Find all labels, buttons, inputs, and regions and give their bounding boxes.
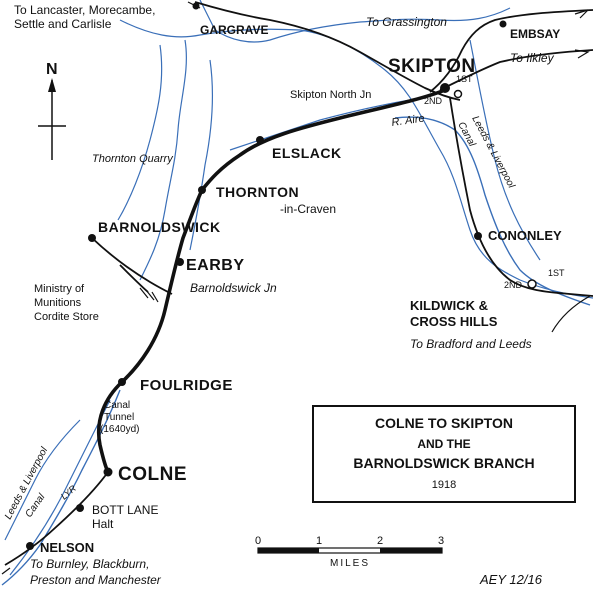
canal-sw bbox=[1, 389, 121, 586]
scale-tick-0: 0 bbox=[255, 535, 261, 547]
label-second-2: 2ND bbox=[504, 280, 523, 290]
title-box: COLNE TO SKIPTON AND THE BARNOLDSWICK BR… bbox=[312, 405, 576, 503]
line-barnoldswick-branch bbox=[91, 237, 173, 295]
label-barnoldswick-jn: Barnoldswick Jn bbox=[190, 281, 277, 295]
dest-bradford: To Bradford and Leeds bbox=[410, 337, 532, 351]
station-dot-icon bbox=[88, 234, 96, 242]
station-dot-icon bbox=[527, 279, 537, 289]
stream-west-1 bbox=[139, 39, 187, 281]
dest-ilkley: To Ilkley bbox=[510, 51, 555, 65]
scale-tick-3: 3 bbox=[438, 535, 444, 547]
label-thornton: THORNTON bbox=[216, 184, 299, 200]
station-dot-icon bbox=[103, 467, 113, 477]
label-kildwick-2: CROSS HILLS bbox=[410, 314, 498, 329]
label-lyr: LYR bbox=[59, 483, 79, 502]
station-dot-icon bbox=[474, 232, 482, 240]
dest-lancaster-1: To Lancaster, Morecambe, bbox=[14, 3, 155, 17]
label-barnoldswick: BARNOLDSWICK bbox=[98, 219, 221, 235]
label-canal-tunnel-1: Canal bbox=[104, 400, 130, 411]
label-canal-tunnel-3: (1640yd) bbox=[100, 424, 139, 435]
north-label: N bbox=[46, 61, 58, 78]
line-skipton-embsay bbox=[439, 49, 593, 91]
destination-labels: To Lancaster, Morecambe, Settle and Carl… bbox=[14, 3, 555, 587]
label-earby: EARBY bbox=[186, 257, 245, 274]
cordite-store-marks bbox=[139, 287, 159, 303]
label-second-1: 2ND bbox=[424, 96, 443, 106]
label-bott-lane-2: Halt bbox=[92, 517, 114, 531]
title-line-3: BARNOLDSWICK BRANCH bbox=[353, 455, 534, 471]
label-ministry-3: Cordite Store bbox=[34, 311, 99, 323]
label-kildwick-1: KILDWICK & bbox=[410, 298, 488, 313]
line-colne-nelson bbox=[4, 471, 109, 566]
dest-burnley-1: To Burnley, Blackburn, bbox=[30, 557, 149, 571]
stream-south bbox=[4, 419, 81, 541]
stream-east bbox=[469, 39, 541, 261]
label-thornton-sub: -in-Craven bbox=[280, 202, 336, 216]
station-labels: SKIPTON GARGRAVE EMBSAY ELSLACK THORNTON… bbox=[40, 23, 562, 555]
line-skipton-cononley-kildwick bbox=[449, 97, 593, 297]
stream-west-3 bbox=[189, 59, 214, 251]
line-skipton-grassington bbox=[429, 9, 593, 93]
station-dot-icon bbox=[26, 542, 34, 550]
label-ministry-1: Ministry of bbox=[34, 283, 85, 295]
station-dot-icon bbox=[499, 20, 507, 28]
scale-tick-1: 1 bbox=[316, 535, 322, 547]
label-r-aire: R. Aire bbox=[391, 112, 426, 129]
title-line-2: AND THE bbox=[417, 437, 470, 451]
title-line-1: COLNE TO SKIPTON bbox=[375, 415, 513, 431]
dest-lancaster-2: Settle and Carlisle bbox=[14, 17, 112, 31]
station-dot-icon bbox=[453, 89, 463, 99]
station-dot-icon bbox=[198, 186, 206, 194]
label-first-2: 1ST bbox=[548, 268, 565, 278]
station-markers bbox=[26, 2, 537, 550]
scale-bar: 0 1 2 3 MILES bbox=[255, 535, 444, 569]
label-skipton: SKIPTON bbox=[388, 56, 476, 77]
station-dot-icon bbox=[118, 378, 126, 386]
credit-label: AEY 12/16 bbox=[479, 572, 543, 587]
line-gargrave-skipton bbox=[194, 1, 461, 101]
label-embsay: EMBSAY bbox=[510, 27, 560, 41]
stream-west-2 bbox=[117, 44, 163, 221]
label-nelson: NELSON bbox=[40, 540, 94, 555]
label-thornton-quarry: Thornton Quarry bbox=[92, 153, 174, 165]
station-dot-icon bbox=[440, 83, 450, 93]
label-bott-lane-1: BOTT LANE bbox=[92, 503, 158, 517]
label-elslack: ELSLACK bbox=[272, 145, 342, 161]
label-foulridge: FOULRIDGE bbox=[140, 377, 233, 394]
dest-burnley-2: Preston and Manchester bbox=[30, 573, 162, 587]
label-colne: COLNE bbox=[118, 464, 187, 485]
direction-arrow-icon bbox=[574, 9, 589, 19]
station-dot-icon bbox=[256, 136, 264, 144]
line-skipton-colne bbox=[97, 88, 446, 473]
label-canal-tunnel-2: Tunnel bbox=[104, 412, 134, 423]
station-dot-icon bbox=[176, 258, 184, 266]
direction-arrow-icon bbox=[187, 1, 201, 9]
river-aire bbox=[119, 19, 593, 299]
direction-arrow-icon bbox=[1, 567, 11, 575]
label-cononley: CONONLEY bbox=[488, 228, 562, 243]
north-arrow-icon: N bbox=[38, 61, 66, 160]
title-year: 1918 bbox=[432, 479, 456, 491]
label-ministry-2: Munitions bbox=[34, 297, 82, 309]
direction-arrow-icon bbox=[574, 49, 590, 59]
river-upper bbox=[199, 0, 511, 43]
dest-grassington: To Grassington bbox=[366, 15, 447, 29]
label-canal-ne-name: Leeds & Liverpool bbox=[469, 114, 517, 191]
label-first-1: 1ST bbox=[456, 74, 473, 84]
label-skipton-north-jn: Skipton North Jn bbox=[290, 89, 371, 101]
label-gargrave: GARGRAVE bbox=[200, 23, 268, 37]
scale-unit: MILES bbox=[330, 558, 370, 569]
station-dot-icon bbox=[76, 504, 84, 512]
direction-arrows bbox=[1, 1, 591, 575]
scale-tick-2: 2 bbox=[377, 535, 383, 547]
direction-arrow-icon bbox=[551, 295, 591, 333]
railway-lines bbox=[4, 1, 593, 566]
